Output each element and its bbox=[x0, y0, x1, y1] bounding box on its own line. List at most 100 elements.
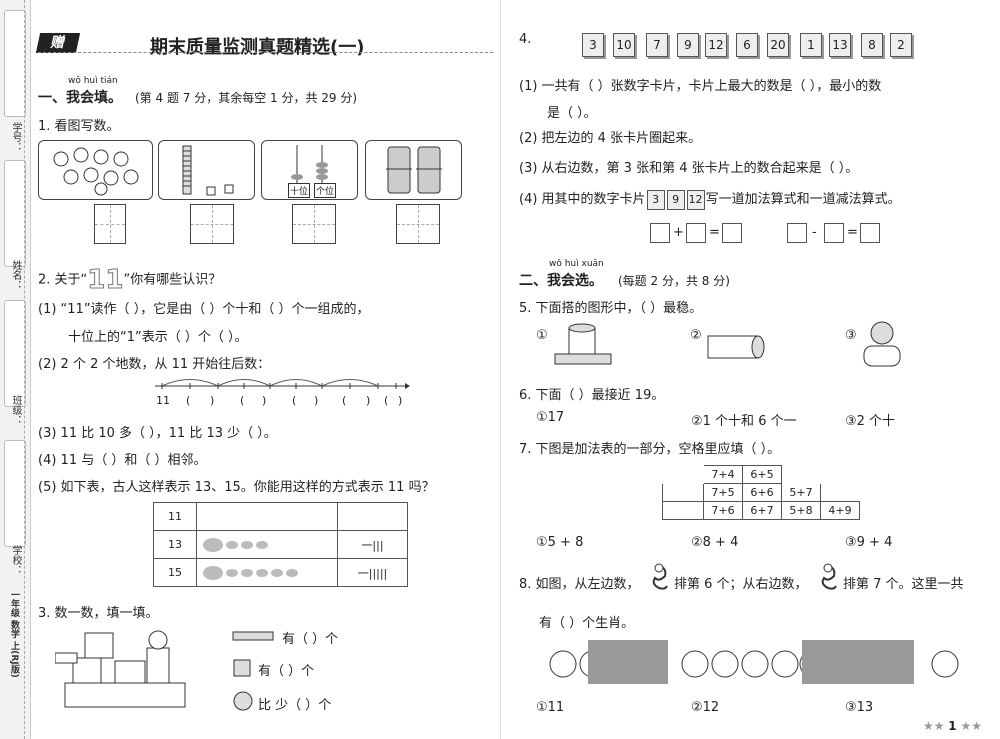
number-card[interactable]: 1 bbox=[800, 33, 822, 57]
number-line-start: 11 bbox=[156, 394, 170, 407]
answer-box[interactable] bbox=[94, 204, 126, 244]
table-cell bbox=[821, 466, 860, 484]
table-row: 13 一||| bbox=[153, 530, 408, 559]
section-pinyin: wǒ huì xuǎn bbox=[549, 259, 604, 269]
option-1[interactable]: ①11 bbox=[536, 700, 565, 715]
option-1[interactable]: ① bbox=[536, 328, 548, 343]
chicks-illustration bbox=[53, 147, 139, 196]
table-cell: 13 bbox=[153, 530, 197, 559]
paren-close: ) bbox=[262, 394, 267, 407]
coin-icon bbox=[241, 568, 253, 577]
number-card[interactable]: 3 bbox=[582, 33, 604, 57]
cuboid-icon bbox=[232, 631, 274, 641]
table-cell[interactable] bbox=[337, 502, 408, 531]
blank-field[interactable] bbox=[4, 440, 26, 547]
table-cell bbox=[662, 501, 704, 520]
answer-box[interactable] bbox=[190, 204, 234, 244]
section-note: (每题 2 分，共 8 分) bbox=[618, 274, 730, 288]
table-cell: 7+6 bbox=[703, 501, 743, 520]
number-card[interactable]: 2 bbox=[890, 33, 912, 57]
option-2[interactable]: ② bbox=[690, 328, 702, 343]
q4-part4-post: 写一道加法算式和一道减法算式。 bbox=[705, 192, 901, 207]
option-1[interactable]: ①5 + 8 bbox=[536, 535, 584, 550]
bundled-sticks-illustration bbox=[386, 146, 442, 194]
gift-badge: 赠 bbox=[35, 33, 81, 53]
chicks-picture bbox=[38, 140, 153, 200]
blank-field[interactable] bbox=[4, 10, 26, 117]
option-2[interactable]: ②1 个十和 6 个一 bbox=[691, 414, 797, 429]
number-card: 3 bbox=[646, 190, 665, 210]
plus-sign: + bbox=[673, 225, 684, 240]
q4-part3: (3) 从右边数，第 3 张和第 4 张卡片上的数合起来是（ ）。 bbox=[519, 161, 859, 176]
option-3[interactable]: ③9 + 4 bbox=[845, 535, 893, 550]
table-cell: 6+7 bbox=[742, 501, 782, 520]
coin-cell bbox=[196, 530, 338, 559]
paren-open: ( bbox=[342, 394, 347, 407]
option-3[interactable]: ③13 bbox=[845, 700, 874, 715]
table-cell: 一||||| bbox=[337, 558, 408, 587]
q2-part5: (5) 如下表，古人这样表示 13、15。你能用这样的方式表示 11 吗？ bbox=[38, 480, 435, 495]
table-cell bbox=[781, 465, 821, 484]
equation-box[interactable] bbox=[722, 223, 742, 243]
number-card[interactable]: 20 bbox=[767, 33, 789, 57]
table-cell: 15 bbox=[153, 558, 197, 587]
blank-field[interactable] bbox=[4, 300, 26, 407]
paren-close: ) bbox=[210, 394, 215, 407]
q4-part2: (2) 把左边的 4 张卡片圈起来。 bbox=[519, 131, 702, 146]
number-card[interactable]: 9 bbox=[677, 33, 699, 57]
table-cell: 4+9 bbox=[820, 501, 860, 520]
book-label: 一年级 数学 上(RJ版) bbox=[9, 590, 19, 678]
coin-icon bbox=[271, 568, 283, 577]
equation-box[interactable] bbox=[787, 223, 807, 243]
table-cell: 7+4 bbox=[703, 465, 743, 484]
q2-part3: (3) 11 比 10 多（ ），11 比 13 少（ ）。 bbox=[38, 426, 277, 441]
question-2-pre: 2. 关于“ bbox=[38, 272, 88, 288]
number-card[interactable]: 12 bbox=[705, 33, 727, 57]
question-5: 5. 下面搭的图形中，（ ）最稳。 bbox=[519, 301, 703, 316]
ones-label: 个位 bbox=[314, 183, 337, 198]
equation-box[interactable] bbox=[824, 223, 844, 243]
class-label: 班级： bbox=[10, 395, 21, 425]
binding-sidebar: 学号： 姓名： 班级： 学校： 一年级 数学 上(RJ版) bbox=[0, 0, 31, 739]
coin-icon bbox=[203, 565, 223, 580]
number-card[interactable]: 7 bbox=[646, 33, 668, 57]
ancient-number-table: 11 13 一||| 15 一||||| bbox=[153, 502, 408, 587]
paren-close: ) bbox=[398, 394, 403, 407]
hidden-animals-cover bbox=[588, 640, 668, 684]
blank-field[interactable] bbox=[4, 160, 26, 267]
paren-close: ) bbox=[366, 394, 371, 407]
number-card[interactable]: 10 bbox=[613, 33, 635, 57]
snake-icon bbox=[821, 563, 837, 590]
q8-part1b: 排第 6 个；从右边数， bbox=[674, 577, 808, 592]
coin-cell[interactable] bbox=[196, 502, 338, 531]
coin-icon bbox=[256, 568, 268, 577]
number-card[interactable]: 8 bbox=[861, 33, 883, 57]
equation-box[interactable] bbox=[686, 223, 706, 243]
q4-part1b: 是（ ）。 bbox=[547, 106, 597, 121]
equation-box[interactable] bbox=[860, 223, 880, 243]
option-2[interactable]: ②12 bbox=[691, 700, 720, 715]
coin-icon bbox=[241, 540, 253, 549]
sphere-icon bbox=[233, 691, 253, 711]
q3-row3: 比 少（ ）个 bbox=[258, 698, 332, 713]
number-card[interactable]: 13 bbox=[829, 33, 851, 57]
answer-box[interactable] bbox=[396, 204, 440, 244]
table-cell: 7+5 bbox=[703, 483, 743, 502]
paren-open: ( bbox=[384, 394, 389, 407]
answer-box[interactable] bbox=[292, 204, 336, 244]
question-2: 2. 关于“11”你有哪些认识？ bbox=[38, 265, 221, 296]
option-3[interactable]: ③ bbox=[845, 328, 857, 343]
blank-cell[interactable] bbox=[662, 483, 704, 502]
title-underline bbox=[38, 52, 493, 53]
q4-part1a: (1) 一共有（ ）张数字卡片，卡片上最大的数是（ ），最小的数 bbox=[519, 79, 882, 94]
option-1[interactable]: ①17 bbox=[536, 410, 565, 425]
page-number: ★★ 1 ★★ bbox=[922, 719, 982, 733]
number-card: 12 bbox=[686, 190, 705, 210]
option-2[interactable]: ②8 + 4 bbox=[691, 535, 739, 550]
option-3[interactable]: ③2 个十 bbox=[845, 414, 896, 429]
equation-box[interactable] bbox=[650, 223, 670, 243]
question-4: 4. bbox=[519, 32, 532, 47]
number-card[interactable]: 6 bbox=[736, 33, 758, 57]
table-cell bbox=[820, 483, 860, 502]
